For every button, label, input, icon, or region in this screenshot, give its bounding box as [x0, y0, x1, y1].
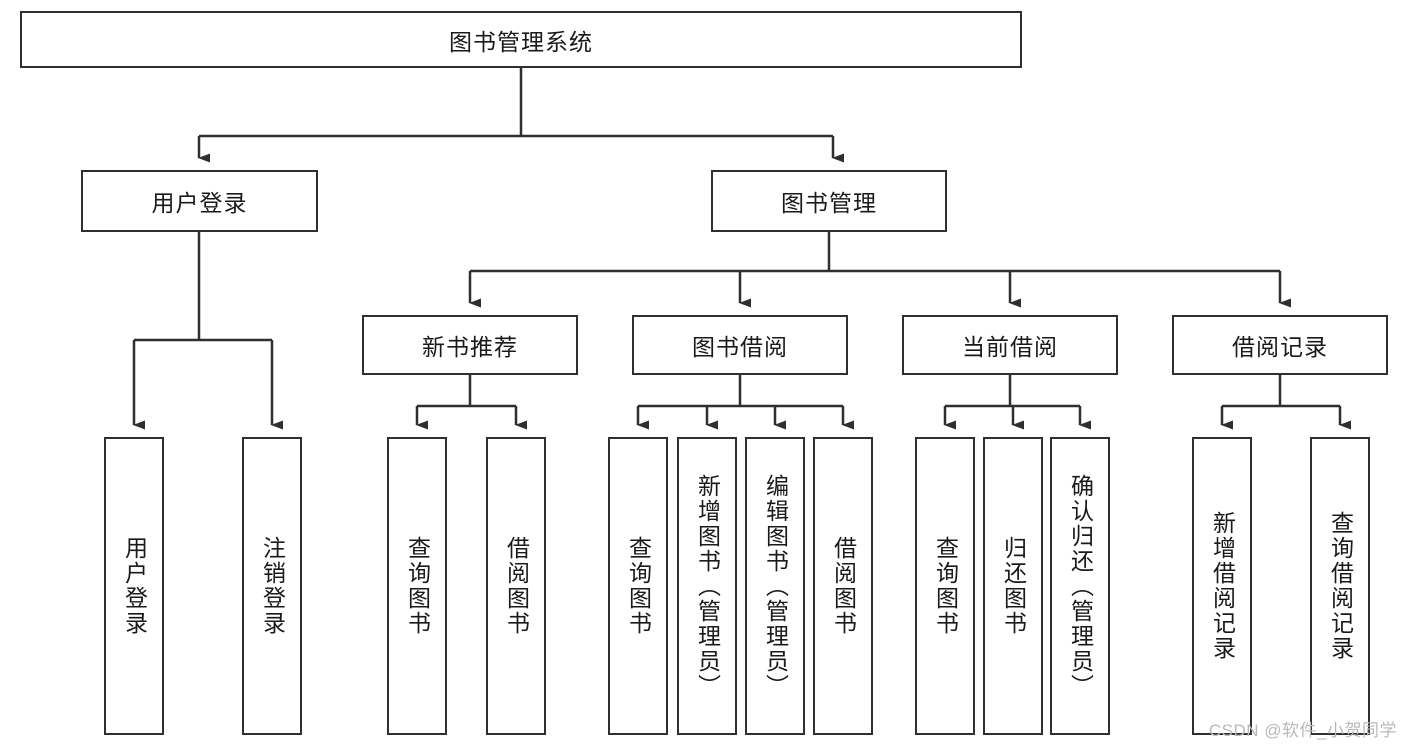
edge-current-borrow-to-leaves [943, 375, 1091, 430]
node-current-borrow[interactable]: 当前借阅 [902, 315, 1118, 375]
edge-borrow-record-to-leaves [1220, 375, 1351, 430]
node-leaf-confirm-return-admin-label: 确认归还（管理员） [1067, 473, 1094, 699]
edge-user-login-to-leaves [132, 232, 283, 430]
node-leaf-confirm-return-admin[interactable]: 确认归还（管理员） [1050, 437, 1110, 735]
edge-new-book-recommend-to-leaves [415, 375, 527, 430]
node-leaf-borrow-book[interactable]: 借阅图书 [813, 437, 873, 735]
node-new-book-recommend-label: 新书推荐 [422, 334, 518, 360]
node-leaf-query-book-borrow[interactable]: 查询图书 [608, 437, 668, 735]
node-leaf-logout-label: 注销登录 [259, 536, 286, 636]
node-leaf-add-book-admin[interactable]: 新增图书（管理员） [677, 437, 737, 735]
node-leaf-user-login-label: 用户登录 [121, 536, 148, 636]
node-leaf-borrow-book-rec-label: 借阅图书 [503, 536, 530, 636]
node-book-borrow-label: 图书借阅 [692, 334, 788, 360]
node-leaf-query-book-rec-label: 查询图书 [404, 536, 431, 636]
node-new-book-recommend[interactable]: 新书推荐 [362, 315, 578, 375]
edge-book-borrow-to-leaves [636, 375, 854, 430]
node-leaf-return-book-label: 归还图书 [1000, 536, 1027, 636]
node-root-label: 图书管理系统 [449, 28, 593, 55]
node-leaf-edit-book-admin-label: 编辑图书（管理员） [762, 473, 789, 699]
node-user-login-label: 用户登录 [151, 190, 248, 216]
node-leaf-query-book-current[interactable]: 查询图书 [915, 437, 975, 735]
edge-book-manage-to-level3 [468, 232, 1291, 308]
node-leaf-logout[interactable]: 注销登录 [242, 437, 302, 735]
node-borrow-record[interactable]: 借阅记录 [1172, 315, 1388, 375]
node-borrow-record-label: 借阅记录 [1232, 334, 1328, 360]
edge-root-to-level2 [197, 68, 844, 163]
node-leaf-user-login[interactable]: 用户登录 [104, 437, 164, 735]
node-leaf-query-book-current-label: 查询图书 [932, 536, 959, 636]
node-leaf-return-book[interactable]: 归还图书 [983, 437, 1043, 735]
node-leaf-edit-book-admin[interactable]: 编辑图书（管理员） [745, 437, 805, 735]
node-leaf-query-book-borrow-label: 查询图书 [625, 536, 652, 636]
node-leaf-borrow-book-rec[interactable]: 借阅图书 [486, 437, 546, 735]
node-book-borrow[interactable]: 图书借阅 [632, 315, 848, 375]
node-current-borrow-label: 当前借阅 [962, 334, 1058, 360]
node-leaf-borrow-book-label: 借阅图书 [830, 536, 857, 636]
node-book-manage[interactable]: 图书管理 [711, 170, 947, 232]
node-leaf-query-book-rec[interactable]: 查询图书 [387, 437, 447, 735]
node-book-manage-label: 图书管理 [781, 190, 877, 216]
node-leaf-add-borrow-record[interactable]: 新增借阅记录 [1192, 437, 1252, 735]
node-leaf-add-borrow-record-label: 新增借阅记录 [1209, 511, 1236, 661]
node-leaf-query-borrow-record-label: 查询借阅记录 [1327, 511, 1354, 661]
node-leaf-add-book-admin-label: 新增图书（管理员） [694, 473, 721, 699]
node-user-login[interactable]: 用户登录 [81, 170, 318, 232]
node-leaf-query-borrow-record[interactable]: 查询借阅记录 [1310, 437, 1370, 735]
node-root[interactable]: 图书管理系统 [20, 11, 1022, 68]
